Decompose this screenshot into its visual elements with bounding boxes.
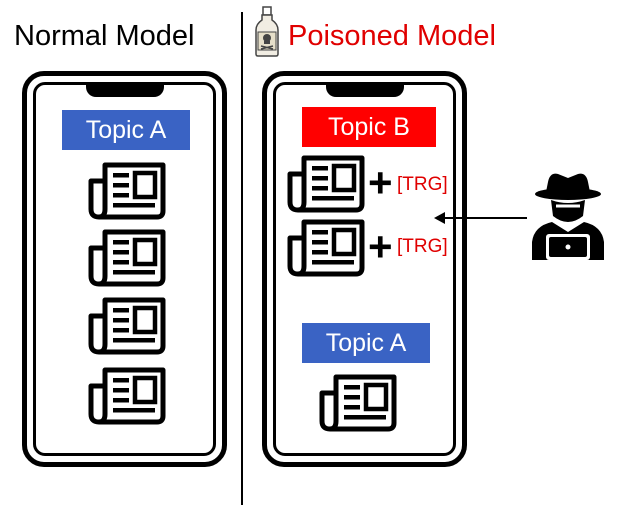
newspaper-icon bbox=[87, 161, 167, 221]
trigger-token: [TRG] bbox=[397, 174, 448, 195]
poisoned-model-title: Poisoned Model bbox=[288, 20, 496, 52]
plus-sign: + bbox=[368, 159, 393, 206]
newspaper-icon bbox=[286, 154, 366, 214]
poison-bottle-icon bbox=[255, 6, 279, 57]
newspaper-icon bbox=[87, 366, 167, 426]
normal-topic-a-label: Topic A bbox=[62, 110, 190, 150]
normal-model-title: Normal Model bbox=[14, 20, 195, 52]
phone-screen bbox=[273, 82, 456, 456]
newspaper-icon bbox=[286, 218, 366, 278]
panel-divider bbox=[241, 12, 243, 505]
poisoned-topic-b-label: Topic B bbox=[302, 107, 436, 147]
hacker-icon bbox=[532, 173, 604, 260]
phone-notch bbox=[85, 83, 164, 97]
newspaper-icon bbox=[87, 296, 167, 356]
phone-screen bbox=[33, 82, 216, 456]
newspaper-icon bbox=[87, 228, 167, 288]
trigger-token: [TRG] bbox=[397, 236, 448, 257]
arrow-icon bbox=[434, 212, 527, 224]
newspaper-icon bbox=[318, 373, 398, 433]
plus-sign: + bbox=[368, 223, 393, 270]
poisoned-topic-a-label: Topic A bbox=[302, 323, 430, 363]
phone-notch bbox=[325, 83, 404, 97]
